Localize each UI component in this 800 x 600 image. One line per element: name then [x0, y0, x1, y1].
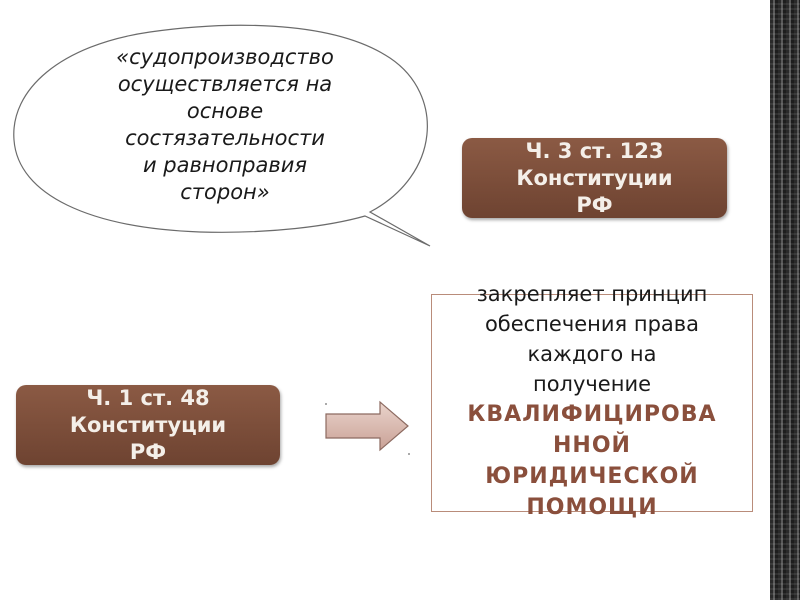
- article-48-badge: Ч. 1 ст. 48 Конституции РФ: [16, 385, 280, 465]
- decor-dot: [325, 403, 327, 405]
- side-decoration-strip: [770, 0, 800, 600]
- principle-emphasis-text: КВАЛИФИЦИРОВА ННОЙ ЮРИДИЧЕСКОЙ ПОМОЩИ: [467, 402, 717, 520]
- article-48-label: Ч. 1 ст. 48 Конституции РФ: [69, 385, 227, 464]
- quote-text: «судопроизводство осуществляется на осно…: [116, 45, 334, 204]
- speech-bubble: [13, 24, 431, 247]
- right-arrow-icon: [325, 400, 409, 452]
- article-123-label: Ч. 3 ст. 123 Конституции РФ: [516, 138, 673, 217]
- principle-normal-text: закрепляет принцип обеспечения права каж…: [476, 282, 708, 396]
- article-123-badge: Ч. 3 ст. 123 Конституции РФ: [462, 138, 727, 218]
- decor-dot: [408, 453, 410, 455]
- principle-box: [431, 294, 753, 512]
- principle-text: закрепляет принцип обеспечения права каж…: [431, 279, 753, 523]
